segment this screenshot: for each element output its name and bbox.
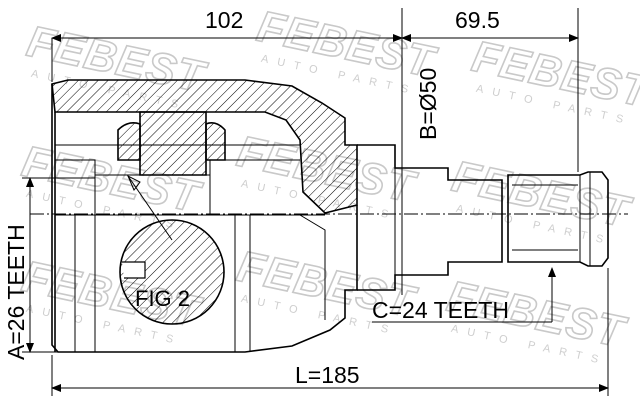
fig-2-section [119,219,225,325]
dim-a-teeth: A=26 TEETH [3,224,29,360]
housing [51,79,358,353]
dim-c-teeth: C=24 TEETH [372,297,509,323]
dim-b-diameter: B=Ø50 [415,68,441,140]
stem [357,144,609,291]
dim-102: 102 [205,7,243,33]
dim-length: L=185 [295,362,360,388]
dim-69-5: 69.5 [455,7,500,33]
fig-2-label: FIG 2 [135,286,190,311]
dimension-lines [22,8,609,396]
